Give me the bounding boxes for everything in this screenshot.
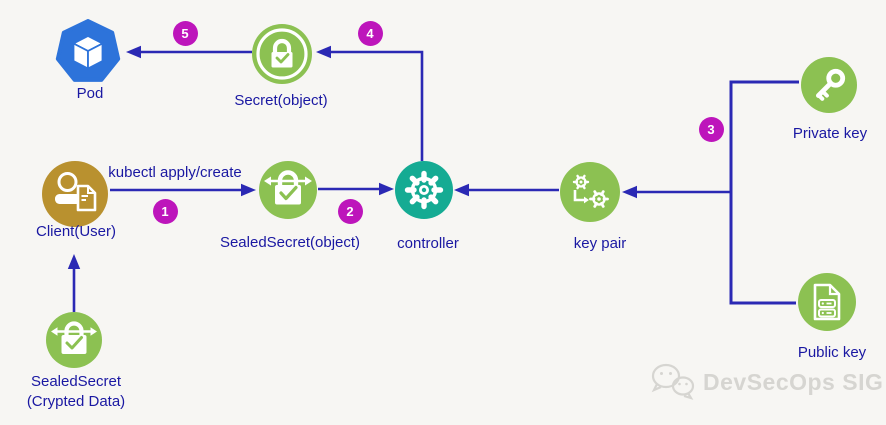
public-key-label: Public key (797, 344, 867, 361)
step-badge-5: 5 (172, 20, 198, 46)
wechat-chat-bubbles-icon (651, 363, 695, 400)
secret-label: Secret(object) (234, 92, 328, 109)
arrow-controller-to-secret (316, 45, 424, 161)
kubectl-edge-label: kubectl apply/create (108, 164, 242, 181)
watermark-text: DevSecOps SIG (703, 368, 884, 395)
watermark: DevSecOps SIG (650, 362, 883, 402)
step-badge-3: 3 (698, 116, 724, 142)
bracket-private-public-key (729, 80, 799, 305)
padlock-arrows-icon (259, 161, 317, 219)
gears-process-icon (560, 162, 620, 222)
controller-label: controller (397, 235, 459, 252)
step-badge-4: 4 (357, 20, 383, 46)
arrow-keys-to-keypair (622, 185, 731, 199)
arrow-client-to-sealedsecret (110, 183, 256, 197)
kubernetes-pod-cube-icon (55, 19, 121, 82)
key-pair-label: key pair (573, 235, 627, 252)
arrow-keypair-to-controller (454, 183, 559, 197)
gear-icon (395, 161, 453, 219)
pod-label: Pod (76, 85, 104, 102)
step-badge-2: 2 (337, 198, 363, 224)
client-label: Client(User) (35, 223, 117, 240)
private-key-label: Private key (792, 125, 868, 142)
document-server-icon (798, 273, 856, 331)
user-document-icon (42, 161, 108, 227)
arrow-secret-to-pod (126, 45, 252, 59)
arrow-sealeddata-to-client (67, 254, 81, 312)
padlock-arrows-icon (46, 312, 102, 368)
arrow-sealedsecret-to-controller (318, 182, 394, 196)
padlock-ring-icon (252, 24, 312, 84)
step-badge-1: 1 (152, 198, 178, 224)
key-icon (801, 57, 857, 113)
sealedsecret-data-label: SealedSecret (Crypted Data) (26, 373, 126, 410)
sealedsecret-object-label: SealedSecret(object) (219, 234, 361, 251)
